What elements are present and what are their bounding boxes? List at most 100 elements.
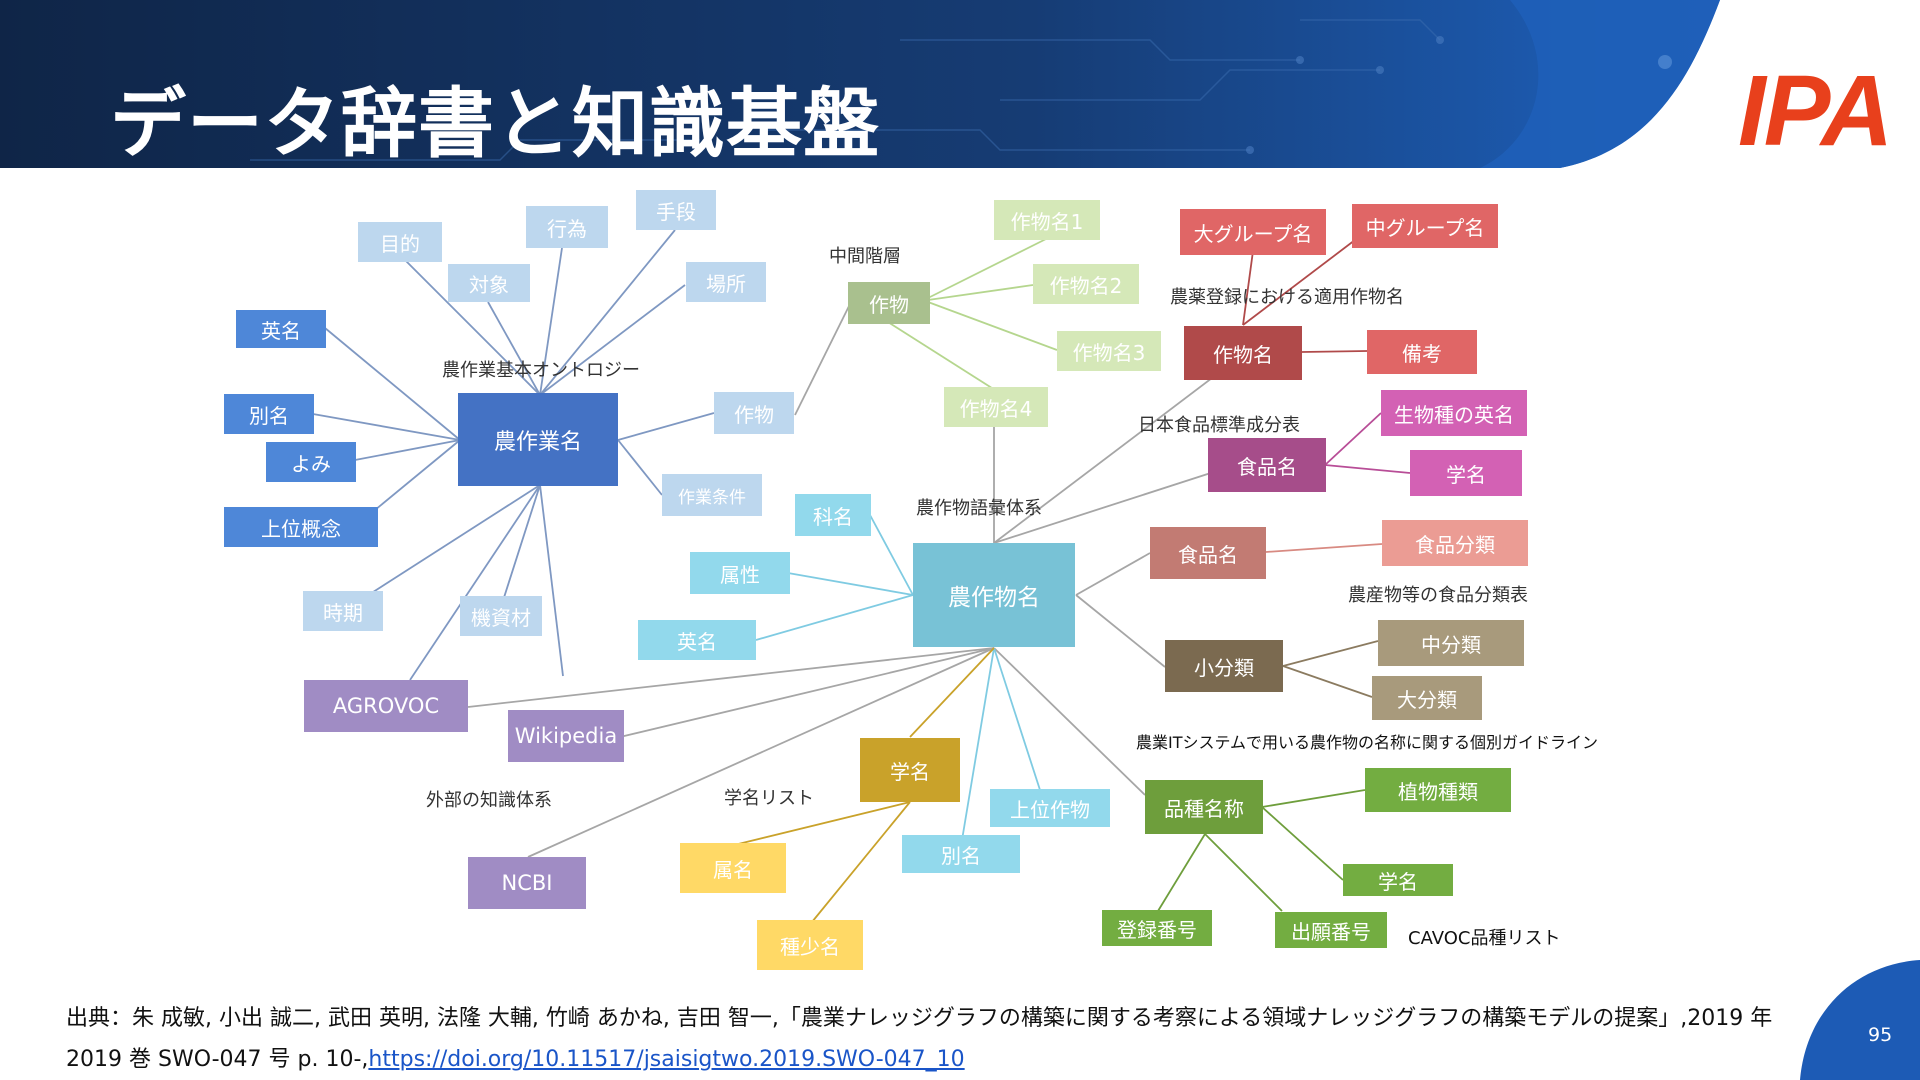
edge-eimei1	[324, 327, 461, 441]
node-basho: 場所	[686, 262, 766, 302]
edge-biko	[1301, 350, 1368, 353]
node-hinshu-meisho: 品種名称	[1145, 780, 1263, 834]
edge-hinshu	[993, 647, 1146, 796]
edge-basho	[539, 284, 686, 396]
node-sakumotsumei-1: 作物名1	[994, 200, 1100, 240]
edge-sakumotsu-link	[794, 299, 853, 416]
edge-taisho	[487, 301, 541, 396]
header-background	[0, 0, 1720, 168]
label-nousanbutsu-bunrui: 農産物等の食品分類表	[1348, 585, 1528, 606]
label-noyaku-toroku: 農薬登録における適用作物名	[1170, 287, 1404, 308]
edge-sm3	[927, 301, 1058, 351]
edge-yomi	[354, 439, 461, 461]
node-zokusei: 属性	[690, 552, 790, 594]
edge-kamei	[869, 514, 914, 596]
edge-seibutsu	[1324, 412, 1382, 466]
label-nousagyo-ontology: 農作業基本オントロジー	[442, 360, 640, 381]
edge-shushomei	[811, 801, 911, 923]
node-gakumei-seibun: 学名	[1410, 450, 1522, 496]
page-number: 95	[1868, 1024, 1893, 1046]
node-kishizai: 機資材	[460, 596, 542, 636]
page-corner-decoration	[1800, 960, 1920, 1080]
node-biko: 備考	[1367, 330, 1477, 374]
node-gakumei-cavoc: 学名	[1343, 864, 1453, 896]
node-chu-group: 中グループ名	[1352, 204, 1498, 248]
edge-koui	[539, 247, 563, 396]
node-shudan: 手段	[636, 190, 716, 230]
node-kamei: 科名	[795, 494, 871, 536]
node-wikipedia: Wikipedia	[508, 710, 624, 762]
edge-sm4	[887, 321, 996, 391]
node-joui-gainen: 上位概念	[224, 507, 378, 547]
label-shokuhin-seibun: 日本食品標準成分表	[1138, 415, 1300, 436]
label-chukan-kaiso: 中間階層	[829, 246, 901, 267]
node-chubunrui: 中分類	[1378, 620, 1524, 666]
edge-jouisakumotsu	[993, 647, 1041, 791]
label-guideline: 農業ITシステムで用いる農作物の名称に関する個別ガイドライン	[1136, 733, 1599, 752]
edge-ncbi	[527, 647, 995, 858]
edge-dai	[1242, 250, 1254, 326]
edge-betsumei1	[312, 413, 461, 441]
node-sakumotsumei-3: 作物名3	[1057, 331, 1161, 371]
node-yomi: よみ	[266, 442, 356, 482]
edge-kishizai	[499, 484, 541, 611]
node-shutsugan-bango: 出願番号	[1275, 912, 1387, 948]
label-gaibu-chishiki: 外部の知識体系	[426, 790, 552, 811]
edge-joui	[374, 439, 461, 511]
node-taisho: 対象	[448, 264, 530, 302]
node-toroku-bango: 登録番号	[1102, 910, 1212, 946]
edge-shudan	[539, 229, 676, 396]
label-gakumei-list: 学名リスト	[724, 788, 814, 809]
edge-shobunrui	[1075, 594, 1166, 668]
edge-mokuteki	[399, 254, 541, 396]
ipa-logo: IPA	[1738, 55, 1893, 167]
node-gakumei-list: 学名	[860, 738, 960, 802]
edge-daibunrui	[1282, 665, 1373, 698]
edge-gakumei-g	[1261, 806, 1344, 881]
slide-title: データ辞書と知識基盤	[110, 79, 880, 168]
edge-sm2	[927, 284, 1034, 301]
slide-header: データ辞書と知識基盤	[0, 0, 1920, 172]
label-cavoc: CAVOC品種リスト	[1408, 928, 1561, 949]
node-shokuhin-mei-bunrui: 食品名	[1150, 527, 1266, 579]
node-sakumotsumei-4: 作物名4	[944, 387, 1048, 427]
node-agrovoc: AGROVOC	[304, 680, 468, 732]
edge-goi-noyaku	[993, 377, 1213, 544]
node-nousagyo-mei: 農作業名	[458, 393, 618, 486]
node-betsumei-ontology: 別名	[224, 394, 314, 434]
node-sakumotsu-ontology: 作物	[714, 392, 794, 434]
edge-betsumei2	[961, 647, 995, 841]
edge-shokuhin-bunrui	[1265, 543, 1383, 553]
edge-wikipedia-c	[619, 647, 995, 738]
edge-agrovoc	[409, 484, 541, 681]
node-daibunrui: 大分類	[1372, 676, 1482, 720]
edge-shutsugan	[1204, 833, 1283, 912]
label-nousakumotsu-goi: 農作物語彙体系	[916, 498, 1042, 519]
edge-wikipedia	[539, 484, 564, 677]
edge-eimei2	[755, 594, 914, 641]
node-dai-group: 大グループ名	[1180, 209, 1326, 255]
edge-goi-shokuhin	[993, 469, 1221, 544]
edge-shokubutsu	[1261, 789, 1366, 808]
node-sakumotsu-chukan: 作物	[848, 282, 930, 324]
edge-chubunrui	[1282, 640, 1379, 667]
edge-gakumei-m	[1324, 464, 1411, 474]
node-shokubutsu-shurui: 植物種類	[1365, 768, 1511, 812]
edge-agrovoc-c	[467, 647, 995, 708]
node-nousakumotsu-mei: 農作物名	[913, 543, 1075, 647]
node-sakumotsumei-2: 作物名2	[1033, 264, 1139, 304]
node-zokumei: 属名	[680, 843, 786, 893]
node-seibutsu-eimei: 生物種の英名	[1381, 390, 1527, 436]
node-ncbi: NCBI	[468, 857, 586, 909]
node-sakumotsumei-noyaku: 作物名	[1184, 326, 1302, 380]
citation-link[interactable]: https://doi.org/10.11517/jsaisigtwo.2019…	[368, 1047, 965, 1072]
citation: 出典：朱 成敏, 小出 誠二, 武田 英明, 法隆 大輔, 竹崎 あかね, 吉田…	[66, 998, 1786, 1080]
edge-sm1	[927, 237, 1049, 299]
node-shokuhin-bunrui: 食品分類	[1382, 520, 1528, 566]
node-joui-sakumotsu: 上位作物	[990, 789, 1110, 827]
node-eimei-goi: 英名	[638, 620, 756, 660]
edge-sagyojoken	[617, 439, 663, 496]
node-eimei-ontology: 英名	[236, 310, 326, 348]
node-shushomei: 種少名	[757, 920, 863, 970]
